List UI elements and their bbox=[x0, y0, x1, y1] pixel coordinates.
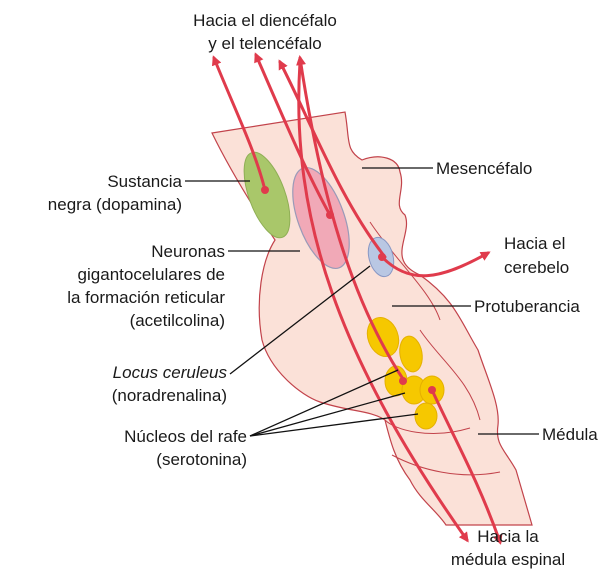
medula-label: Médula bbox=[542, 425, 598, 444]
neuronas-label-line4: (acetilcolina) bbox=[130, 311, 225, 330]
neuronas-label-line2: gigantocelulares de bbox=[78, 265, 225, 284]
origin-dot bbox=[326, 211, 334, 219]
rafe-label-line2: (serotonina) bbox=[156, 450, 247, 469]
top-label-line1: Hacia el diencéfalo bbox=[193, 11, 337, 30]
locus-label-line1: Locus ceruleus bbox=[113, 363, 228, 382]
bottom-label-line1: Hacia la bbox=[477, 527, 539, 546]
origin-dot bbox=[428, 386, 436, 394]
origin-dot bbox=[261, 186, 269, 194]
mesencefalo-label: Mesencéfalo bbox=[436, 159, 532, 178]
neuronas-label-line1: Neuronas bbox=[151, 242, 225, 261]
sustancia-label-line2: negra (dopamina) bbox=[48, 195, 182, 214]
origin-dot bbox=[378, 253, 386, 261]
origin-dot bbox=[399, 377, 407, 385]
rafe-label-line1: Núcleos del rafe bbox=[124, 427, 247, 446]
protuberancia-label: Protuberancia bbox=[474, 297, 580, 316]
bottom-label-line2: médula espinal bbox=[451, 550, 565, 569]
cerebelo-label-line1: Hacia el bbox=[504, 234, 565, 253]
cerebelo-label-line2: cerebelo bbox=[504, 258, 569, 277]
neuronas-label-line3: la formación reticular bbox=[67, 288, 225, 307]
sustancia-label-line1: Sustancia bbox=[107, 172, 182, 191]
top-label-line2: y el telencéfalo bbox=[208, 34, 321, 53]
locus-label-line2: (noradrenalina) bbox=[112, 386, 227, 405]
rafe-nucleus bbox=[415, 403, 437, 429]
